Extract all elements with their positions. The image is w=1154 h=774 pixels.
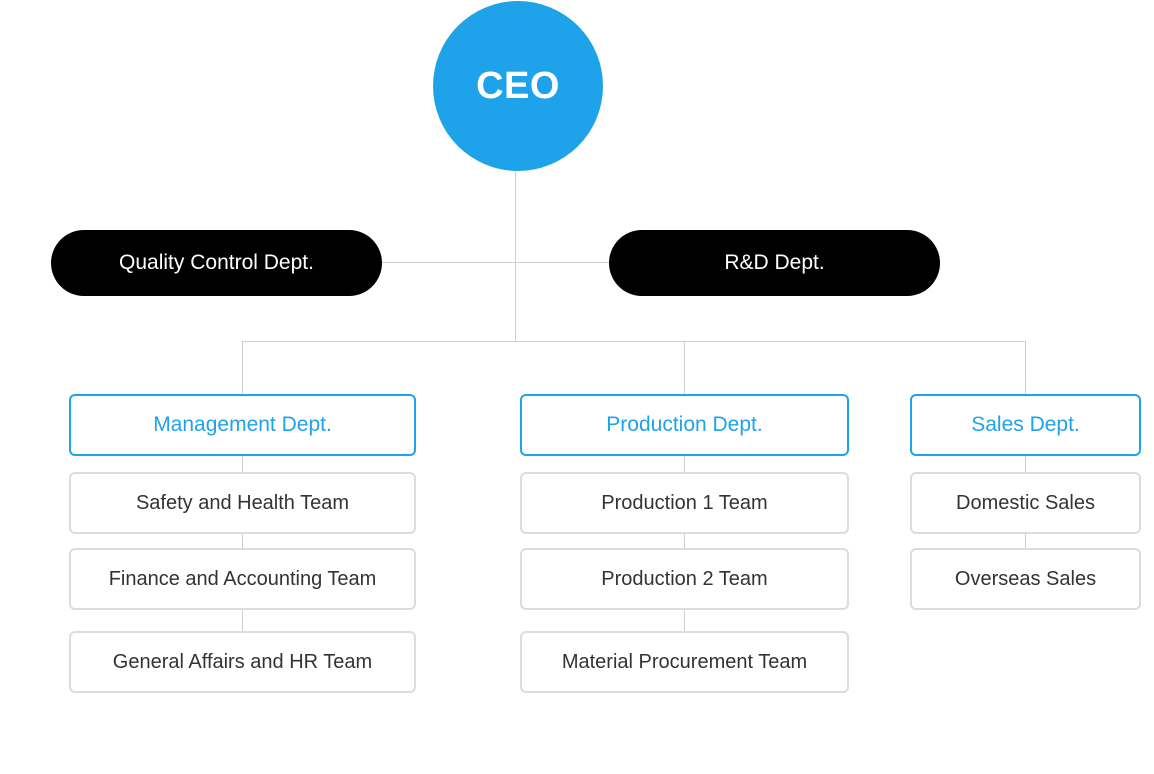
- production-dept-label: Production Dept.: [606, 413, 763, 436]
- connector-management-teams: [242, 456, 243, 631]
- sales-dept-label: Sales Dept.: [971, 413, 1080, 436]
- quality-control-dept-node: Quality Control Dept.: [51, 230, 382, 296]
- connector-sales: [1025, 341, 1026, 394]
- management-dept-node: Management Dept.: [69, 394, 416, 456]
- team-node-general-affairs-hr: General Affairs and HR Team: [69, 631, 416, 693]
- connector-management: [242, 341, 243, 394]
- connector-staff-bar: [382, 262, 609, 263]
- team-node-production-1: Production 1 Team: [520, 472, 849, 534]
- team-label: Domestic Sales: [956, 491, 1095, 514]
- sales-dept-node: Sales Dept.: [910, 394, 1141, 456]
- team-node-production-2: Production 2 Team: [520, 548, 849, 610]
- team-node-overseas-sales: Overseas Sales: [910, 548, 1141, 610]
- ceo-node: CEO: [433, 1, 603, 171]
- team-label: Finance and Accounting Team: [108, 567, 377, 590]
- management-dept-label: Management Dept.: [153, 413, 332, 436]
- rnd-dept-label: R&D Dept.: [724, 251, 825, 274]
- team-node-safety-health: Safety and Health Team: [69, 472, 416, 534]
- team-node-finance-accounting: Finance and Accounting Team: [69, 548, 416, 610]
- team-node-domestic-sales: Domestic Sales: [910, 472, 1141, 534]
- rnd-dept-node: R&D Dept.: [609, 230, 940, 296]
- team-label: Safety and Health Team: [135, 491, 350, 514]
- team-label: Overseas Sales: [954, 567, 1097, 590]
- team-label: Material Procurement Team: [561, 650, 808, 673]
- team-label: Production 2 Team: [601, 567, 768, 590]
- ceo-label: CEO: [476, 64, 560, 107]
- team-node-material-procurement: Material Procurement Team: [520, 631, 849, 693]
- team-label: General Affairs and HR Team: [112, 650, 373, 673]
- team-label: Production 1 Team: [601, 491, 768, 514]
- production-dept-node: Production Dept.: [520, 394, 849, 456]
- connector-dept-bar: [242, 341, 1026, 342]
- quality-control-dept-label: Quality Control Dept.: [119, 251, 314, 274]
- connector-production: [684, 341, 685, 394]
- connector-production-teams: [684, 456, 685, 631]
- connector-ceo-trunk: [515, 171, 516, 342]
